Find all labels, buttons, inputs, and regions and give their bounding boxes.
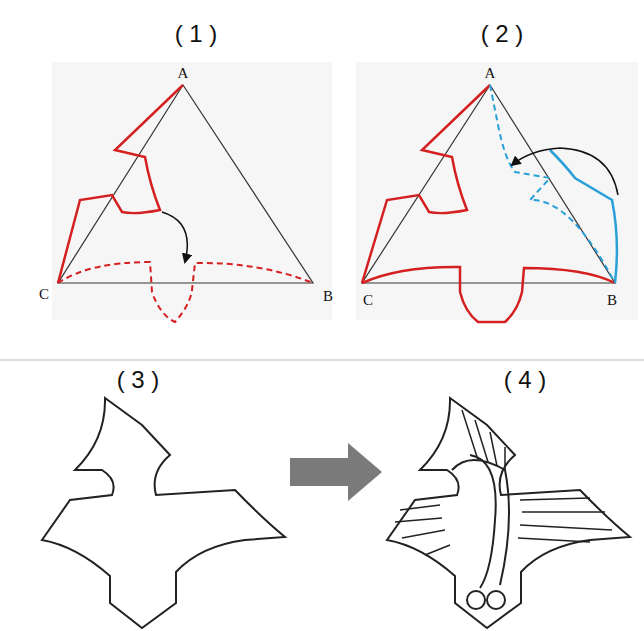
panel-ground	[356, 62, 638, 320]
dove-outline	[42, 398, 285, 628]
vertex-label: C	[39, 287, 49, 302]
vertex-label: C	[363, 293, 373, 308]
vertex-label: B	[607, 293, 617, 308]
triangle-figure-1	[58, 85, 313, 322]
vertex-label: A	[485, 66, 496, 81]
panel-ground	[52, 62, 332, 320]
panel-number: ( 4 )	[504, 368, 547, 392]
vertex-label: A	[178, 66, 189, 81]
divider-line	[0, 359, 644, 361]
vertex-label: B	[323, 289, 333, 304]
panel-number: ( 1 )	[175, 22, 218, 46]
transform-arrow	[290, 443, 382, 501]
decorated-dove	[387, 398, 630, 628]
panel-number: ( 2 )	[481, 22, 524, 46]
panel-number: ( 3 )	[117, 368, 160, 392]
triangle-figure-2	[362, 85, 618, 322]
